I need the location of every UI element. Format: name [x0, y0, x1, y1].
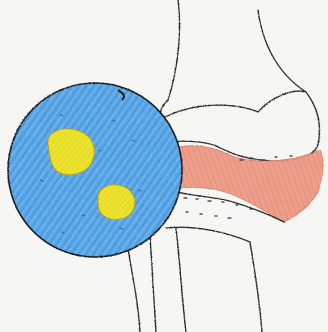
crystal-particle-large — [48, 129, 94, 175]
femur-bone — [160, 0, 320, 161]
magnified-view-circle — [8, 83, 182, 257]
crystal-particle-small — [98, 185, 135, 220]
